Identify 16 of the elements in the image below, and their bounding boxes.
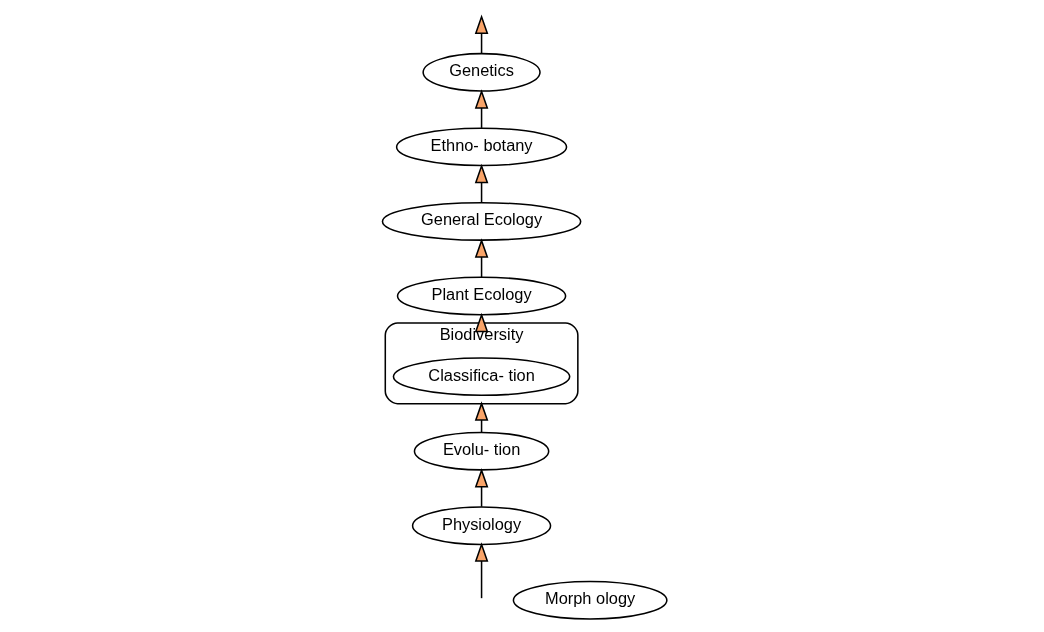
node-ellipse: Physiology: [411, 506, 552, 546]
node-ellipse: Plant Ecology: [396, 276, 567, 316]
arrow: [474, 312, 489, 333]
node-ellipse: Genetics: [422, 52, 541, 92]
arrow: [474, 542, 489, 599]
arrow: [474, 238, 489, 278]
node-ellipse: Morph ology: [512, 580, 668, 620]
node-ellipse: Classifica- tion: [392, 357, 571, 397]
arrow: [474, 14, 489, 55]
arrow: [474, 163, 489, 204]
arrow: [474, 468, 489, 508]
arrow: [474, 401, 489, 433]
node-ellipse: Ethno- botany: [395, 127, 568, 167]
node-ellipse: Evolu- tion: [413, 431, 550, 471]
arrow: [474, 89, 489, 129]
node-ellipse: General Ecology: [381, 201, 582, 241]
